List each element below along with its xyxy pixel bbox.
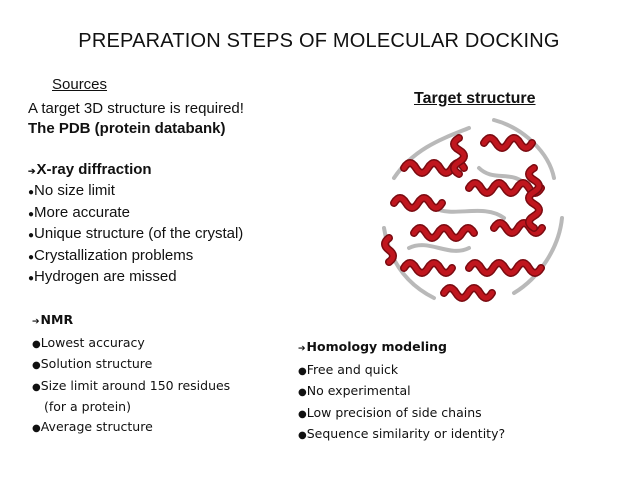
helix — [466, 260, 544, 276]
bullet-icon: ● — [28, 230, 35, 242]
bullet-icon: ● — [32, 381, 41, 393]
list-item-label: Hydrogen are missed — [34, 268, 177, 286]
sources-label: Sources — [52, 76, 108, 93]
list-item: ●Size limit around 150 residues — [32, 376, 230, 398]
homology-heading-label: Homology modeling — [306, 339, 447, 354]
bullet-icon: ● — [298, 387, 307, 398]
helix — [411, 225, 477, 241]
coil-strand — [432, 206, 506, 220]
xray-heading-label: X-ray diffraction — [36, 161, 152, 178]
protein-ribbon-image — [381, 118, 564, 302]
list-item: ●More accurate — [28, 203, 243, 224]
list-item: ●Lowest accuracy — [32, 333, 230, 355]
coil-strand — [392, 126, 471, 180]
helix — [466, 180, 544, 196]
list-item: ●Sequence similarity or identity? — [298, 424, 505, 446]
xray-heading: ➔X-ray diffraction — [28, 160, 243, 181]
list-item: ●Unique structure (of the crystal) — [28, 224, 243, 245]
list-item: ●Crystallization problems — [28, 246, 243, 267]
intro-line-pdb: The PDB (protein databank) — [28, 120, 226, 137]
bullet-icon: ● — [28, 251, 35, 263]
list-item: ●Free and quick — [298, 360, 505, 382]
list-item: ●No experimental — [298, 381, 505, 403]
arrow-bullet-icon: ➔ — [298, 344, 306, 354]
helix — [526, 165, 542, 231]
coil-strand — [512, 216, 564, 295]
list-item-label: Size limit around 150 residues — [40, 377, 231, 393]
list-item-label: No experimental — [306, 383, 411, 398]
list-item-label: Unique structure (of the crystal) — [34, 225, 244, 243]
intro-text: A target 3D structure is required! The P… — [28, 99, 244, 139]
bullet-icon: ● — [32, 422, 41, 434]
bullet-icon: ● — [28, 187, 35, 199]
list-item: ●No size limit — [28, 181, 243, 202]
list-item: ●Low precision of side chains — [298, 403, 505, 425]
nmr-heading-label: NMR — [40, 312, 74, 327]
helix — [491, 220, 545, 236]
list-item-label: Crystallization problems — [34, 246, 194, 264]
helix — [441, 285, 495, 301]
homology-section: ➔Homology modeling ●Free and quick ●No e… — [298, 337, 505, 446]
list-item-label: More accurate — [34, 203, 130, 221]
list-item-label: Low precision of side chains — [306, 404, 482, 420]
list-item: ●Average structure — [32, 417, 230, 439]
list-item-label: Sequence similarity or identity? — [306, 426, 506, 441]
intro-line-requirement: A target 3D structure is required! — [28, 100, 244, 117]
list-item-label: Solution structure — [40, 356, 153, 371]
bullet-icon: ● — [298, 430, 307, 441]
helix — [391, 195, 445, 211]
bullet-icon: ● — [32, 360, 41, 371]
bullet-icon: ● — [298, 408, 307, 420]
arrow-bullet-icon: ➔ — [28, 166, 36, 176]
helix — [382, 235, 396, 265]
slide-title: PREPARATION STEPS OF MOLECULAR DOCKING — [78, 30, 560, 52]
nmr-section: ➔NMR ●Lowest accuracy ●Solution structur… — [32, 310, 230, 438]
xray-section: ➔X-ray diffraction ●No size limit ●More … — [28, 160, 243, 288]
list-item-label: Free and quick — [306, 361, 399, 377]
list-item: ●Solution structure — [32, 354, 230, 376]
coil-strand — [407, 243, 471, 253]
list-item-label: Lowest accuracy — [40, 334, 145, 350]
list-item: ●Hydrogen are missed — [28, 267, 243, 288]
list-item-label: No size limit — [34, 182, 115, 200]
helix — [481, 135, 535, 151]
arrow-bullet-icon: ➔ — [32, 317, 40, 327]
bullet-icon: ● — [28, 273, 35, 285]
helix — [451, 135, 467, 177]
target-structure-heading: Target structure — [414, 90, 536, 107]
list-item-continuation: (for a protein) — [44, 399, 131, 414]
bullet-icon: ● — [28, 208, 35, 220]
bullet-icon: ● — [32, 338, 41, 350]
nmr-heading: ➔NMR — [32, 310, 230, 333]
list-item-label: Average structure — [40, 418, 153, 434]
helix-ribbons — [381, 134, 546, 302]
bullet-icon: ● — [298, 365, 307, 377]
homology-heading: ➔Homology modeling — [298, 337, 505, 360]
helix — [401, 260, 455, 276]
